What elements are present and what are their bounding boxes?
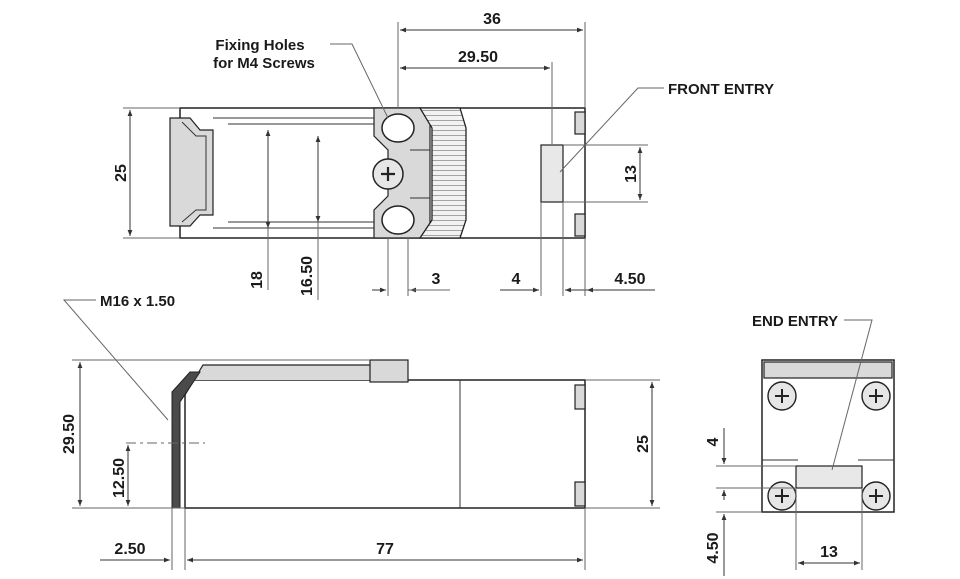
dim-4-50-top-label: 4.50 xyxy=(614,271,645,288)
dim-2-50-label: 2.50 xyxy=(114,541,145,558)
end-entry-callout: END ENTRY xyxy=(752,313,838,330)
fixing-hole-bottom xyxy=(381,205,415,235)
end-view: END ENTRY 4 4.50 13 xyxy=(705,313,895,576)
dim-77-label: 77 xyxy=(376,541,394,558)
fixing-holes-callout-line2: for M4 Screws xyxy=(213,55,315,72)
dim-4-top-label: 4 xyxy=(512,271,521,288)
side-tab-top xyxy=(574,384,586,410)
dim-25-side-label: 25 xyxy=(635,435,652,453)
fixing-hole-top xyxy=(381,113,415,143)
side-tab-bottom xyxy=(574,481,586,507)
dim-25-top-label: 25 xyxy=(113,164,130,182)
dim-4-end-label: 4 xyxy=(705,437,722,446)
dim-29-50-top-label: 29.50 xyxy=(458,49,498,66)
front-entry-leader xyxy=(559,87,664,173)
thread-callout: M16 x 1.50 xyxy=(100,293,175,310)
dim-13-end-label: 13 xyxy=(820,544,838,561)
front-entry-callout: FRONT ENTRY xyxy=(668,81,774,98)
end-entry-slot xyxy=(795,465,863,489)
top-view: 36 29.50 25 18 16.50 3 4 4.50 xyxy=(113,11,774,300)
dim-16-50-label: 16.50 xyxy=(299,256,316,296)
front-entry-slot xyxy=(540,144,564,203)
fixing-boss xyxy=(369,359,409,383)
dim-3-label: 3 xyxy=(432,271,441,288)
dim-18-label: 18 xyxy=(249,271,266,289)
end-screw-icons xyxy=(767,381,891,511)
dim-36-label: 36 xyxy=(483,11,501,28)
dim-4-50-end-label: 4.50 xyxy=(705,532,722,563)
thread-leader xyxy=(62,299,169,421)
actuator-head xyxy=(169,117,380,229)
fixing-holes-leader xyxy=(330,43,389,119)
dim-12-50-label: 12.50 xyxy=(111,458,128,498)
ribbed-section xyxy=(410,107,467,239)
dim-13-top-label: 13 xyxy=(623,165,640,183)
corner-tab-bottom xyxy=(574,213,586,237)
fixing-holes-callout-line1: Fixing Holes xyxy=(215,37,304,54)
fixing-plate xyxy=(372,107,431,239)
side-body-outline xyxy=(184,379,586,509)
side-view: 29.50 12.50 25 2.50 77 M16 x 1.50 xyxy=(61,293,660,570)
dim-29-50-side-label: 29.50 xyxy=(61,414,78,454)
corner-tab-top xyxy=(574,111,586,135)
end-entry-leader xyxy=(831,319,873,471)
